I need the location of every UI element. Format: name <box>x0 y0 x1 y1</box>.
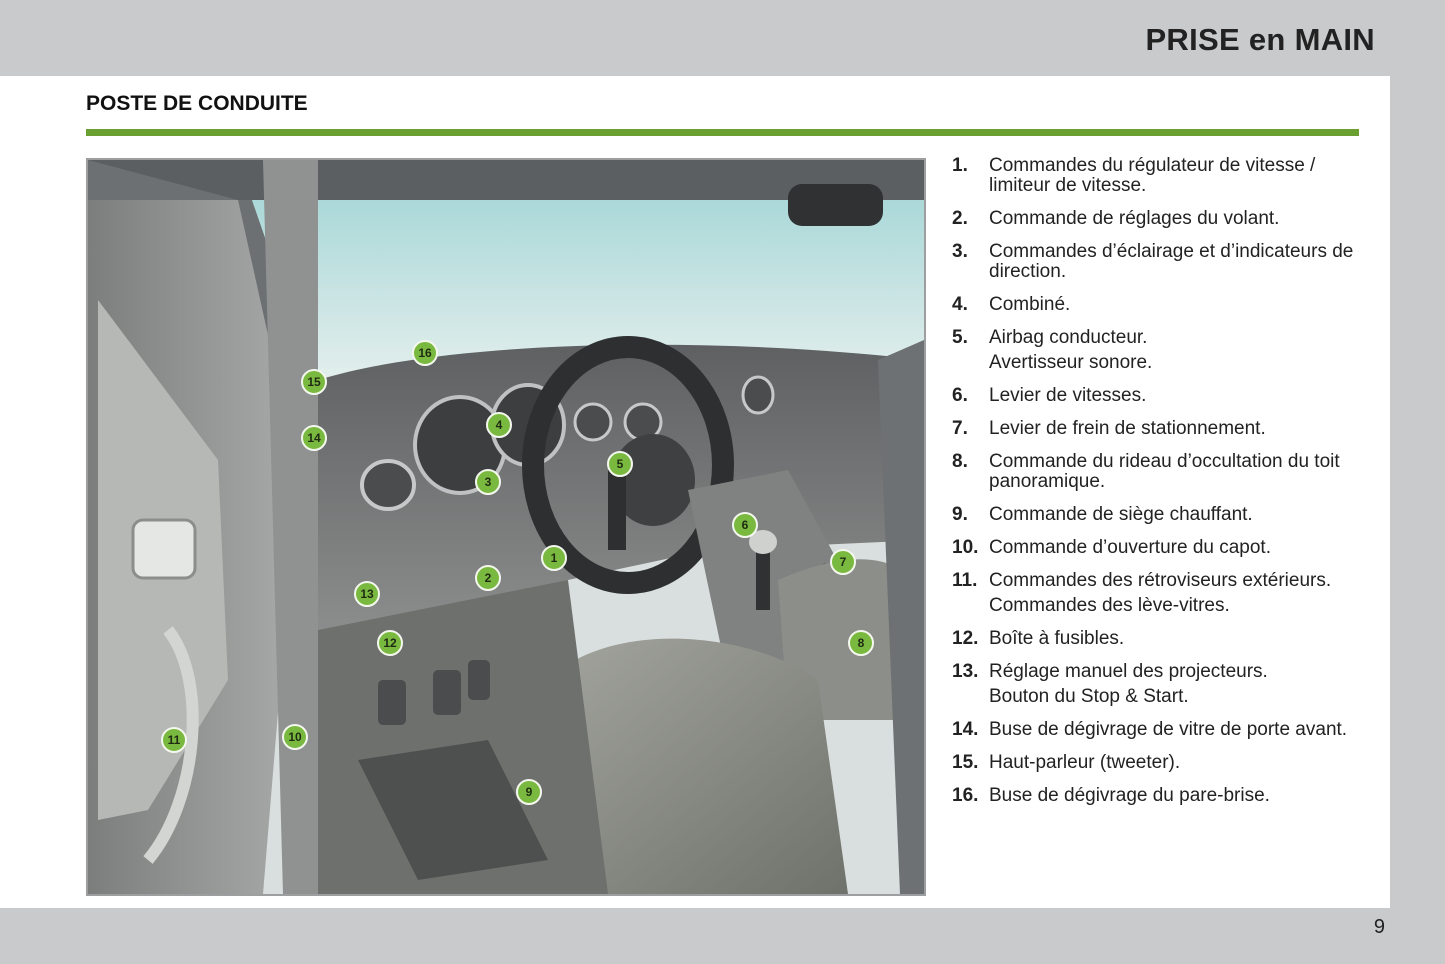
legend-item: 8.Commande du rideau d’occultation du to… <box>952 451 1340 492</box>
legend-item: 7.Levier de frein de stationnement. <box>952 418 1266 439</box>
content-panel: POSTE DE CONDUITE <box>0 76 1390 908</box>
legend-item: 9.Commande de siège chauffant. <box>952 504 1253 525</box>
svg-text:10: 10 <box>288 730 302 744</box>
callout-3: 3 <box>475 469 501 495</box>
cockpit-illustration: 1 2 3 4 5 6 7 8 9 10 11 12 13 14 15 16 <box>86 158 926 896</box>
legend-item: 16.Buse de dégivrage du pare-brise. <box>952 785 1270 806</box>
legend-item: 10.Commande d’ouverture du capot. <box>952 537 1271 558</box>
legend-list: 1.Commandes du régulateur de vitesse / l… <box>952 156 1372 819</box>
callout-7: 7 <box>830 549 856 575</box>
callout-15: 15 <box>301 369 327 395</box>
svg-text:4: 4 <box>496 418 503 432</box>
legend-item: 12.Boîte à fusibles. <box>952 628 1125 649</box>
legend-item: 13.Réglage manuel des projecteurs.Bouton… <box>952 661 1268 707</box>
callout-13: 13 <box>354 581 380 607</box>
svg-text:16: 16 <box>418 346 432 360</box>
legend-item: 1.Commandes du régulateur de vitesse / l… <box>952 155 1316 196</box>
callout-8: 8 <box>848 630 874 656</box>
legend-item: 3.Commandes d’éclairage et d’indicateurs… <box>952 241 1354 282</box>
callout-16: 16 <box>412 340 438 366</box>
svg-text:12: 12 <box>383 636 397 650</box>
legend-item: 15.Haut-parleur (tweeter). <box>952 752 1181 773</box>
legend-item: 4.Combiné. <box>952 294 1071 315</box>
svg-text:8: 8 <box>858 636 865 650</box>
section-title: POSTE DE CONDUITE <box>86 92 308 115</box>
callout-10: 10 <box>282 724 308 750</box>
callout-5: 5 <box>607 451 633 477</box>
callout-6: 6 <box>732 512 758 538</box>
page-number: 9 <box>1373 916 1385 938</box>
legend-item: 11.Commandes des rétroviseurs extérieurs… <box>952 570 1332 616</box>
callout-12: 12 <box>377 630 403 656</box>
legend-item: 5.Airbag conducteur.Avertisseur sonore. <box>952 327 1153 373</box>
svg-text:7: 7 <box>840 555 847 569</box>
svg-text:5: 5 <box>617 457 624 471</box>
callout-11: 11 <box>161 727 187 753</box>
page-header-title: PRISE en MAIN <box>1145 22 1375 57</box>
svg-text:11: 11 <box>168 733 181 747</box>
section-divider <box>86 129 1359 136</box>
svg-text:13: 13 <box>360 587 374 601</box>
callout-14: 14 <box>301 425 327 451</box>
callout-4: 4 <box>486 412 512 438</box>
svg-text:2: 2 <box>485 571 492 585</box>
svg-text:9: 9 <box>526 785 533 799</box>
svg-text:1: 1 <box>551 551 558 565</box>
callout-2: 2 <box>475 565 501 591</box>
legend-item: 2.Commande de réglages du volant. <box>952 208 1280 229</box>
svg-text:3: 3 <box>485 475 492 489</box>
callout-1: 1 <box>541 545 567 571</box>
legend-item: 6.Levier de vitesses. <box>952 385 1147 406</box>
legend-item: 14.Buse de dégivrage de vitre de porte a… <box>952 719 1348 740</box>
svg-text:14: 14 <box>307 431 321 445</box>
svg-text:15: 15 <box>307 375 321 389</box>
callout-9: 9 <box>516 779 542 805</box>
svg-text:6: 6 <box>742 518 749 532</box>
